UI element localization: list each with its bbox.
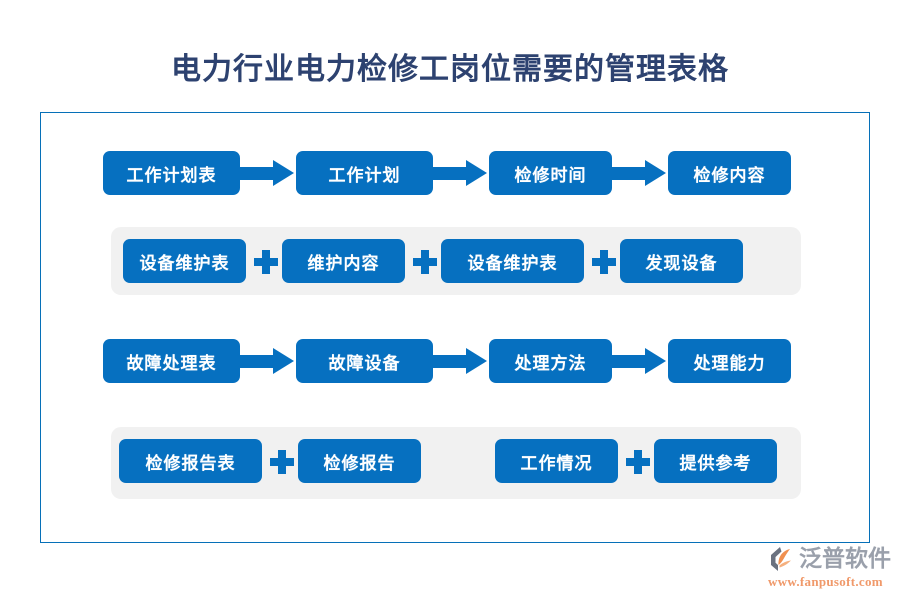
brand-logo: 泛普软件 www.fanpusoft.com [768, 545, 894, 591]
arrow-right-icon [433, 160, 489, 186]
flow-row-work-plan: 工作计划表 工作计划 检修时间 检修内容 [41, 138, 871, 208]
page-title: 电力行业电力检修工岗位需要的管理表格 [171, 53, 729, 86]
plus-icon [618, 447, 654, 475]
arrow-right-icon [612, 348, 668, 374]
flow-row-equipment-maintenance: 设备维护表 维护内容 设备维护表 发现设备 [41, 226, 871, 296]
flow-box[interactable]: 检修报告 [298, 439, 421, 483]
flow-box[interactable]: 提供参考 [654, 439, 777, 483]
arrow-right-icon [612, 160, 668, 186]
brand-name: 泛普软件 [799, 546, 891, 571]
fanpu-logo-icon [768, 546, 796, 572]
flow-box[interactable]: 检修报告表 [119, 439, 262, 483]
flow-box[interactable]: 工作情况 [495, 439, 618, 483]
flow-row-fault-handling: 故障处理表 故障设备 处理方法 处理能力 [41, 326, 871, 396]
plus-icon [405, 247, 441, 275]
flow-box[interactable]: 维护内容 [282, 239, 405, 283]
flow-box[interactable]: 故障处理表 [103, 339, 240, 383]
plus-icon [584, 247, 620, 275]
flow-box[interactable]: 设备维护表 [123, 239, 246, 283]
flow-box[interactable]: 检修时间 [489, 151, 612, 195]
flow-box[interactable]: 检修内容 [668, 151, 791, 195]
flow-box[interactable]: 故障设备 [296, 339, 433, 383]
brand-url: www.fanpusoft.com [768, 574, 883, 589]
diagram-panel: 工作计划表 工作计划 检修时间 检修内容 设备维护表 维护内容 设备维护表 发现… [40, 112, 870, 543]
flow-box[interactable]: 工作计划 [296, 151, 433, 195]
flow-box[interactable]: 设备维护表 [441, 239, 584, 283]
flow-box[interactable]: 处理能力 [668, 339, 791, 383]
arrow-right-icon [433, 348, 489, 374]
flow-row-inspection-report: 检修报告表 检修报告 工作情况 提供参考 [41, 426, 871, 499]
flow-box[interactable]: 发现设备 [620, 239, 743, 283]
plus-icon [246, 247, 282, 275]
flow-box[interactable]: 工作计划表 [103, 151, 240, 195]
plus-icon [262, 447, 298, 475]
arrow-right-icon [240, 348, 296, 374]
flow-box[interactable]: 处理方法 [489, 339, 612, 383]
arrow-right-icon [240, 160, 296, 186]
